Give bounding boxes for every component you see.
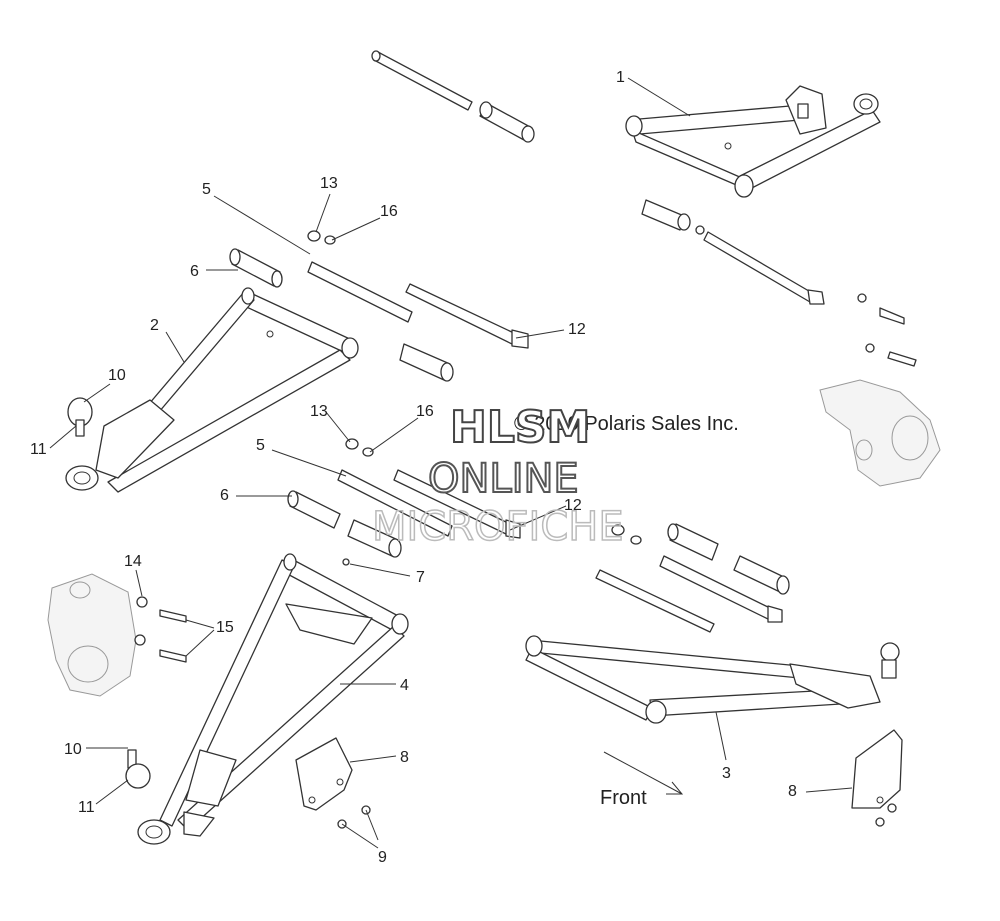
bushing-6-middle — [287, 490, 402, 558]
callout-6-middle: 6 — [220, 487, 229, 504]
shaft-top — [371, 50, 535, 143]
screws-right — [875, 803, 897, 827]
callout-11-lower: 11 — [78, 799, 95, 816]
callout-9: 9 — [378, 849, 387, 866]
callout-13-middle: 13 — [310, 403, 328, 420]
watermark: HLSM ONLINE MICROFICHE — [371, 401, 624, 551]
bolts-14-15 — [134, 596, 187, 663]
bushings-right-middle — [667, 523, 790, 595]
callout-1: 1 — [616, 69, 625, 86]
callout-10-lower: 10 — [64, 741, 82, 758]
a-arm-2 — [65, 287, 359, 493]
small-bolts-right — [857, 293, 917, 367]
callout-3: 3 — [722, 765, 731, 782]
bushing-middle — [399, 343, 454, 382]
a-arm-4 — [137, 553, 409, 845]
rods-right-middle — [595, 555, 783, 633]
watermark-line-3: MICROFICHE — [372, 504, 624, 550]
callout-2: 2 — [150, 317, 159, 334]
bolt-12-upper — [405, 283, 529, 349]
callout-11-upper: 11 — [30, 441, 47, 458]
callout-labels: 1 2 3 4 5 5 6 6 7 8 8 9 10 10 11 11 12 1… — [30, 69, 797, 866]
ball-joint-upper — [67, 397, 93, 437]
watermark-line-1: HLSM — [450, 402, 590, 453]
bushing-6-upper — [229, 248, 283, 288]
upper-a-arm-1 — [625, 85, 881, 198]
callout-15: 15 — [216, 619, 234, 636]
rod-5-upper — [307, 261, 413, 323]
leader-lines — [49, 77, 853, 849]
nut-washer-right-middle — [611, 524, 642, 545]
ball-joint-lower — [125, 749, 151, 789]
callout-16-upper: 16 — [380, 203, 398, 220]
callout-10-upper: 10 — [108, 367, 126, 384]
guard-plate-8-left — [295, 737, 353, 811]
callout-8-right: 8 — [788, 783, 797, 800]
callout-7: 7 — [416, 569, 425, 586]
callout-5-middle: 5 — [256, 437, 265, 454]
a-arm-3 — [525, 635, 900, 724]
knuckle-left — [47, 573, 137, 697]
callout-8-left: 8 — [400, 749, 409, 766]
callout-6-upper: 6 — [190, 263, 199, 280]
callout-4: 4 — [400, 677, 409, 694]
screw-7 — [342, 558, 350, 566]
front-arrow-icon — [603, 751, 684, 795]
callout-16-middle: 16 — [416, 403, 434, 420]
nut-washer-upper — [307, 230, 336, 245]
callout-12-upper: 12 — [568, 321, 586, 338]
callout-14: 14 — [124, 553, 142, 570]
watermark-line-2: ONLINE — [428, 456, 579, 502]
callout-12-middle: 12 — [564, 497, 582, 514]
callout-5-upper: 5 — [202, 181, 211, 198]
copyright-caption: © 2010 Polaris Sales Inc. — [514, 413, 739, 435]
front-label: Front — [600, 787, 647, 809]
bushing-bolt-right — [641, 199, 825, 305]
guard-plate-8-right — [851, 729, 903, 809]
rod-5-middle — [337, 469, 453, 537]
knuckle-right — [819, 379, 941, 487]
callout-13-upper: 13 — [320, 175, 338, 192]
